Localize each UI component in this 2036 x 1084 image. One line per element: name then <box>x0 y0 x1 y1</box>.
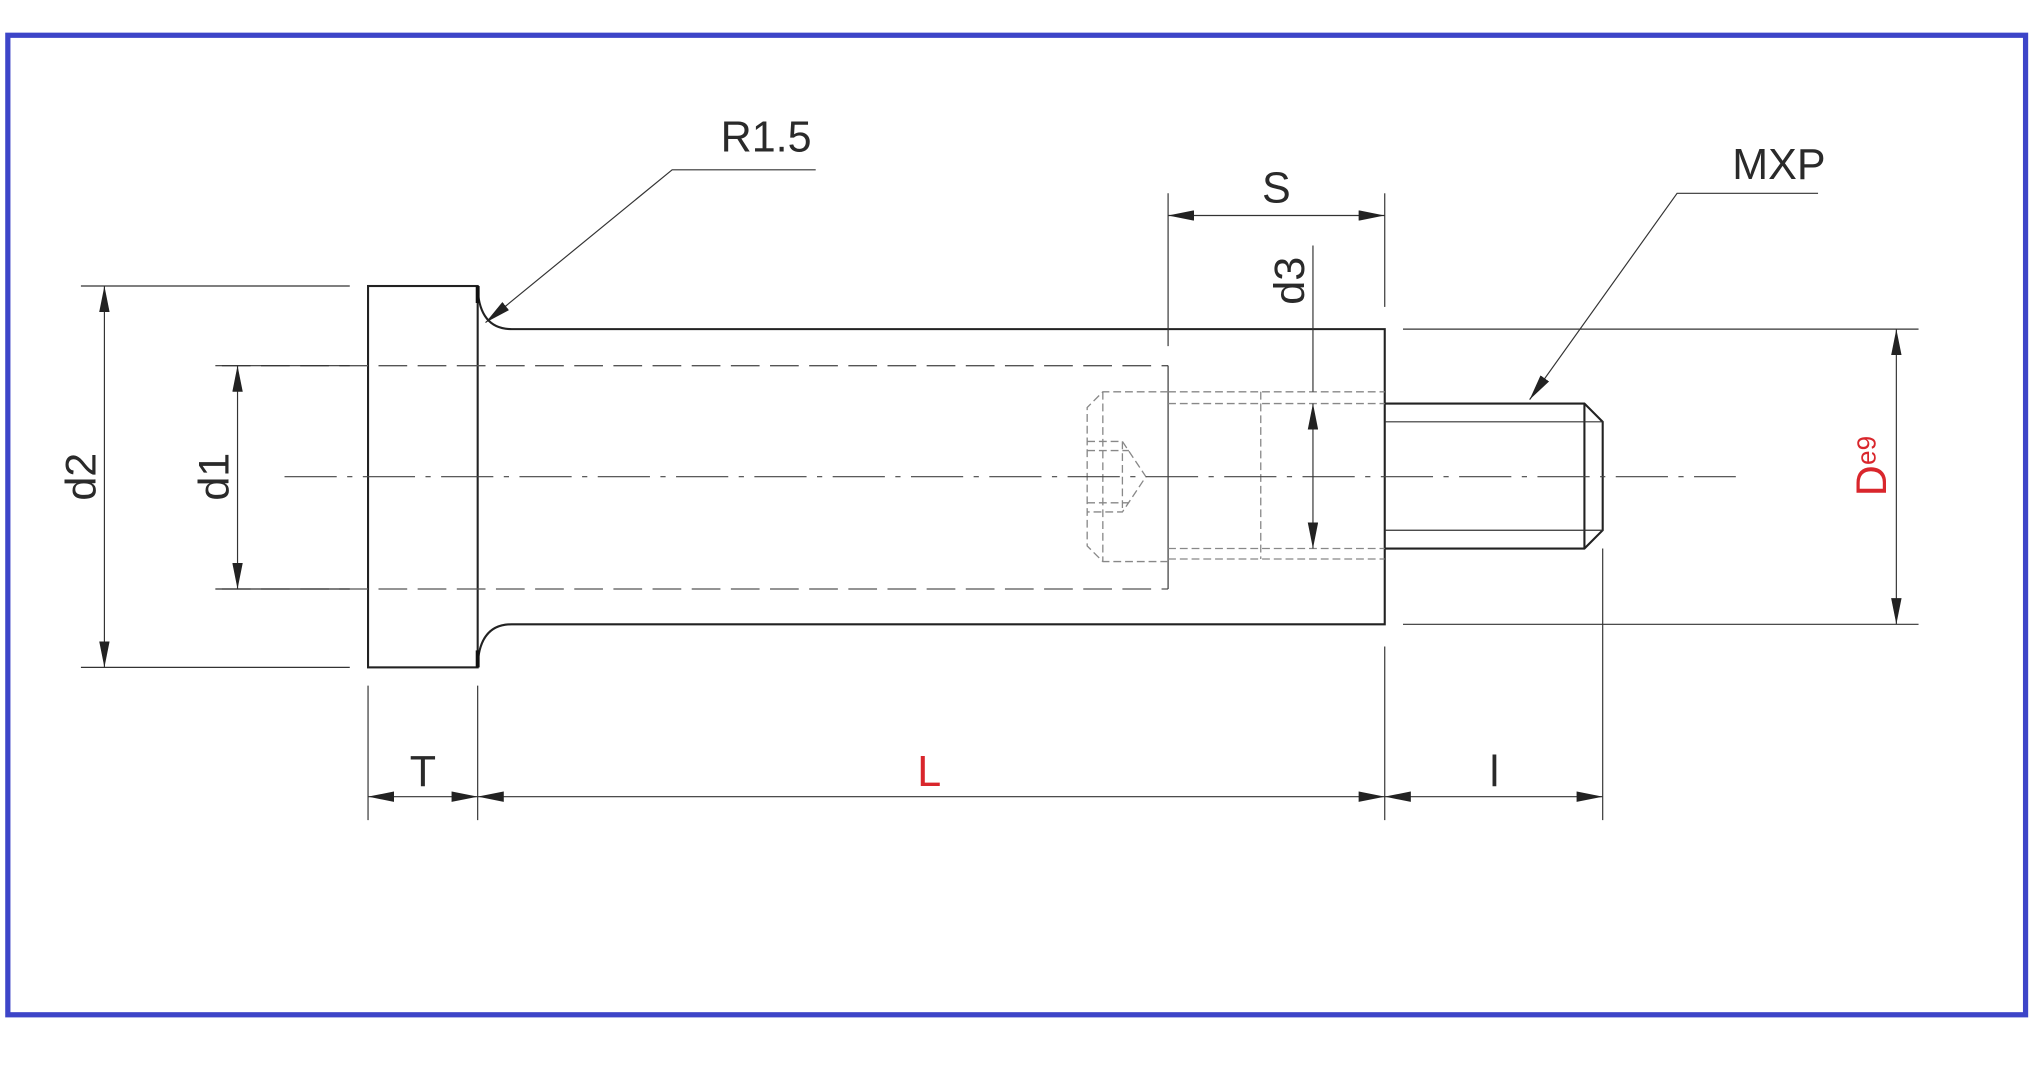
frame-border <box>5 32 2029 1018</box>
dimensions <box>80 169 1919 821</box>
d2-label: d2 <box>57 453 105 501</box>
svg-text:D: D <box>1848 465 1896 496</box>
thread-label: MXP <box>1732 141 1825 189</box>
d1-label: d1 <box>190 453 238 501</box>
t-label: T <box>410 748 436 796</box>
diameter-label: D e9 <box>1848 436 1896 496</box>
s-label: S <box>1262 164 1291 212</box>
radius-label: R1.5 <box>721 113 812 161</box>
svg-text:e9: e9 <box>1851 436 1881 465</box>
hidden-lines <box>221 365 1385 590</box>
l-length-label: L <box>917 748 941 796</box>
d3-label: d3 <box>1266 257 1314 305</box>
thread-length-label: l <box>1490 748 1500 796</box>
